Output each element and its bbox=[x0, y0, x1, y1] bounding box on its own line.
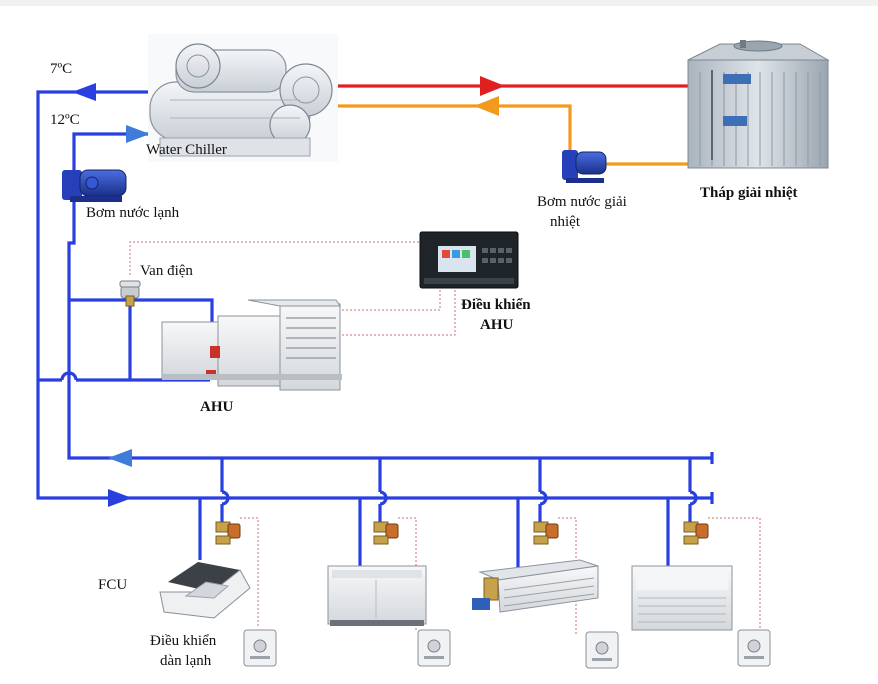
thermostats bbox=[243, 629, 771, 669]
return-temp-label: 12ºC bbox=[50, 112, 80, 128]
valve-icon bbox=[215, 521, 241, 545]
ahu-controller-label-2: AHU bbox=[480, 317, 514, 333]
thermostat-icon bbox=[243, 629, 277, 667]
supply-arrow-icon bbox=[108, 489, 132, 507]
cooling-tower-icon bbox=[687, 40, 830, 169]
supply-arrow-icon bbox=[72, 83, 96, 101]
condenser-pump-label-1: Bơm nước giải bbox=[537, 194, 627, 210]
fcu-label: FCU bbox=[98, 577, 128, 593]
ahu-controller-icon bbox=[419, 231, 519, 289]
flow-arrows bbox=[72, 83, 150, 507]
ahu-controller-label-1: Điều khiển bbox=[461, 297, 531, 313]
fcu-ceiling-icon bbox=[631, 565, 733, 631]
condenser-pump-icon bbox=[562, 150, 607, 183]
valve-icon bbox=[533, 521, 559, 545]
fcu-controller-label-2: dàn lạnh bbox=[160, 653, 212, 669]
thermostat-icon bbox=[737, 629, 771, 667]
fcu-controller-label-1: Điều khiển bbox=[150, 633, 217, 649]
return-arrow-icon bbox=[108, 449, 132, 467]
chilled-pump-label: Bơm nước lạnh bbox=[86, 205, 180, 221]
valve-icon bbox=[373, 521, 399, 545]
electric-valve-label: Van điện bbox=[140, 263, 193, 279]
condenser-pump-label-2: nhiệt bbox=[550, 214, 580, 230]
return-arrow-icon bbox=[126, 125, 150, 143]
cooling-tower-label: Tháp giải nhiệt bbox=[700, 185, 798, 201]
condenser-return-arrow-icon bbox=[474, 96, 499, 116]
fcu-floor-standing-icon bbox=[327, 565, 427, 626]
valve-icon bbox=[683, 521, 709, 545]
thermostat-icon bbox=[585, 631, 619, 669]
fcu-ducted-icon bbox=[472, 559, 599, 613]
condenser-pipes bbox=[332, 84, 700, 166]
ahu-unit-icon bbox=[161, 299, 342, 391]
ahu-label: AHU bbox=[200, 399, 234, 415]
fcu-cassette-icon bbox=[159, 562, 251, 619]
chilled-water-pump-icon bbox=[62, 169, 127, 202]
top-border bbox=[0, 0, 878, 6]
water-chiller-icon bbox=[148, 34, 338, 162]
supply-temp-label: 7ºC bbox=[50, 61, 73, 77]
fcu-valves bbox=[215, 521, 709, 545]
hot-water-arrow-icon bbox=[480, 76, 505, 96]
thermostat-icon bbox=[417, 629, 451, 667]
electric-valve-icon bbox=[119, 280, 141, 307]
water-chiller-label: Water Chiller bbox=[146, 142, 227, 158]
